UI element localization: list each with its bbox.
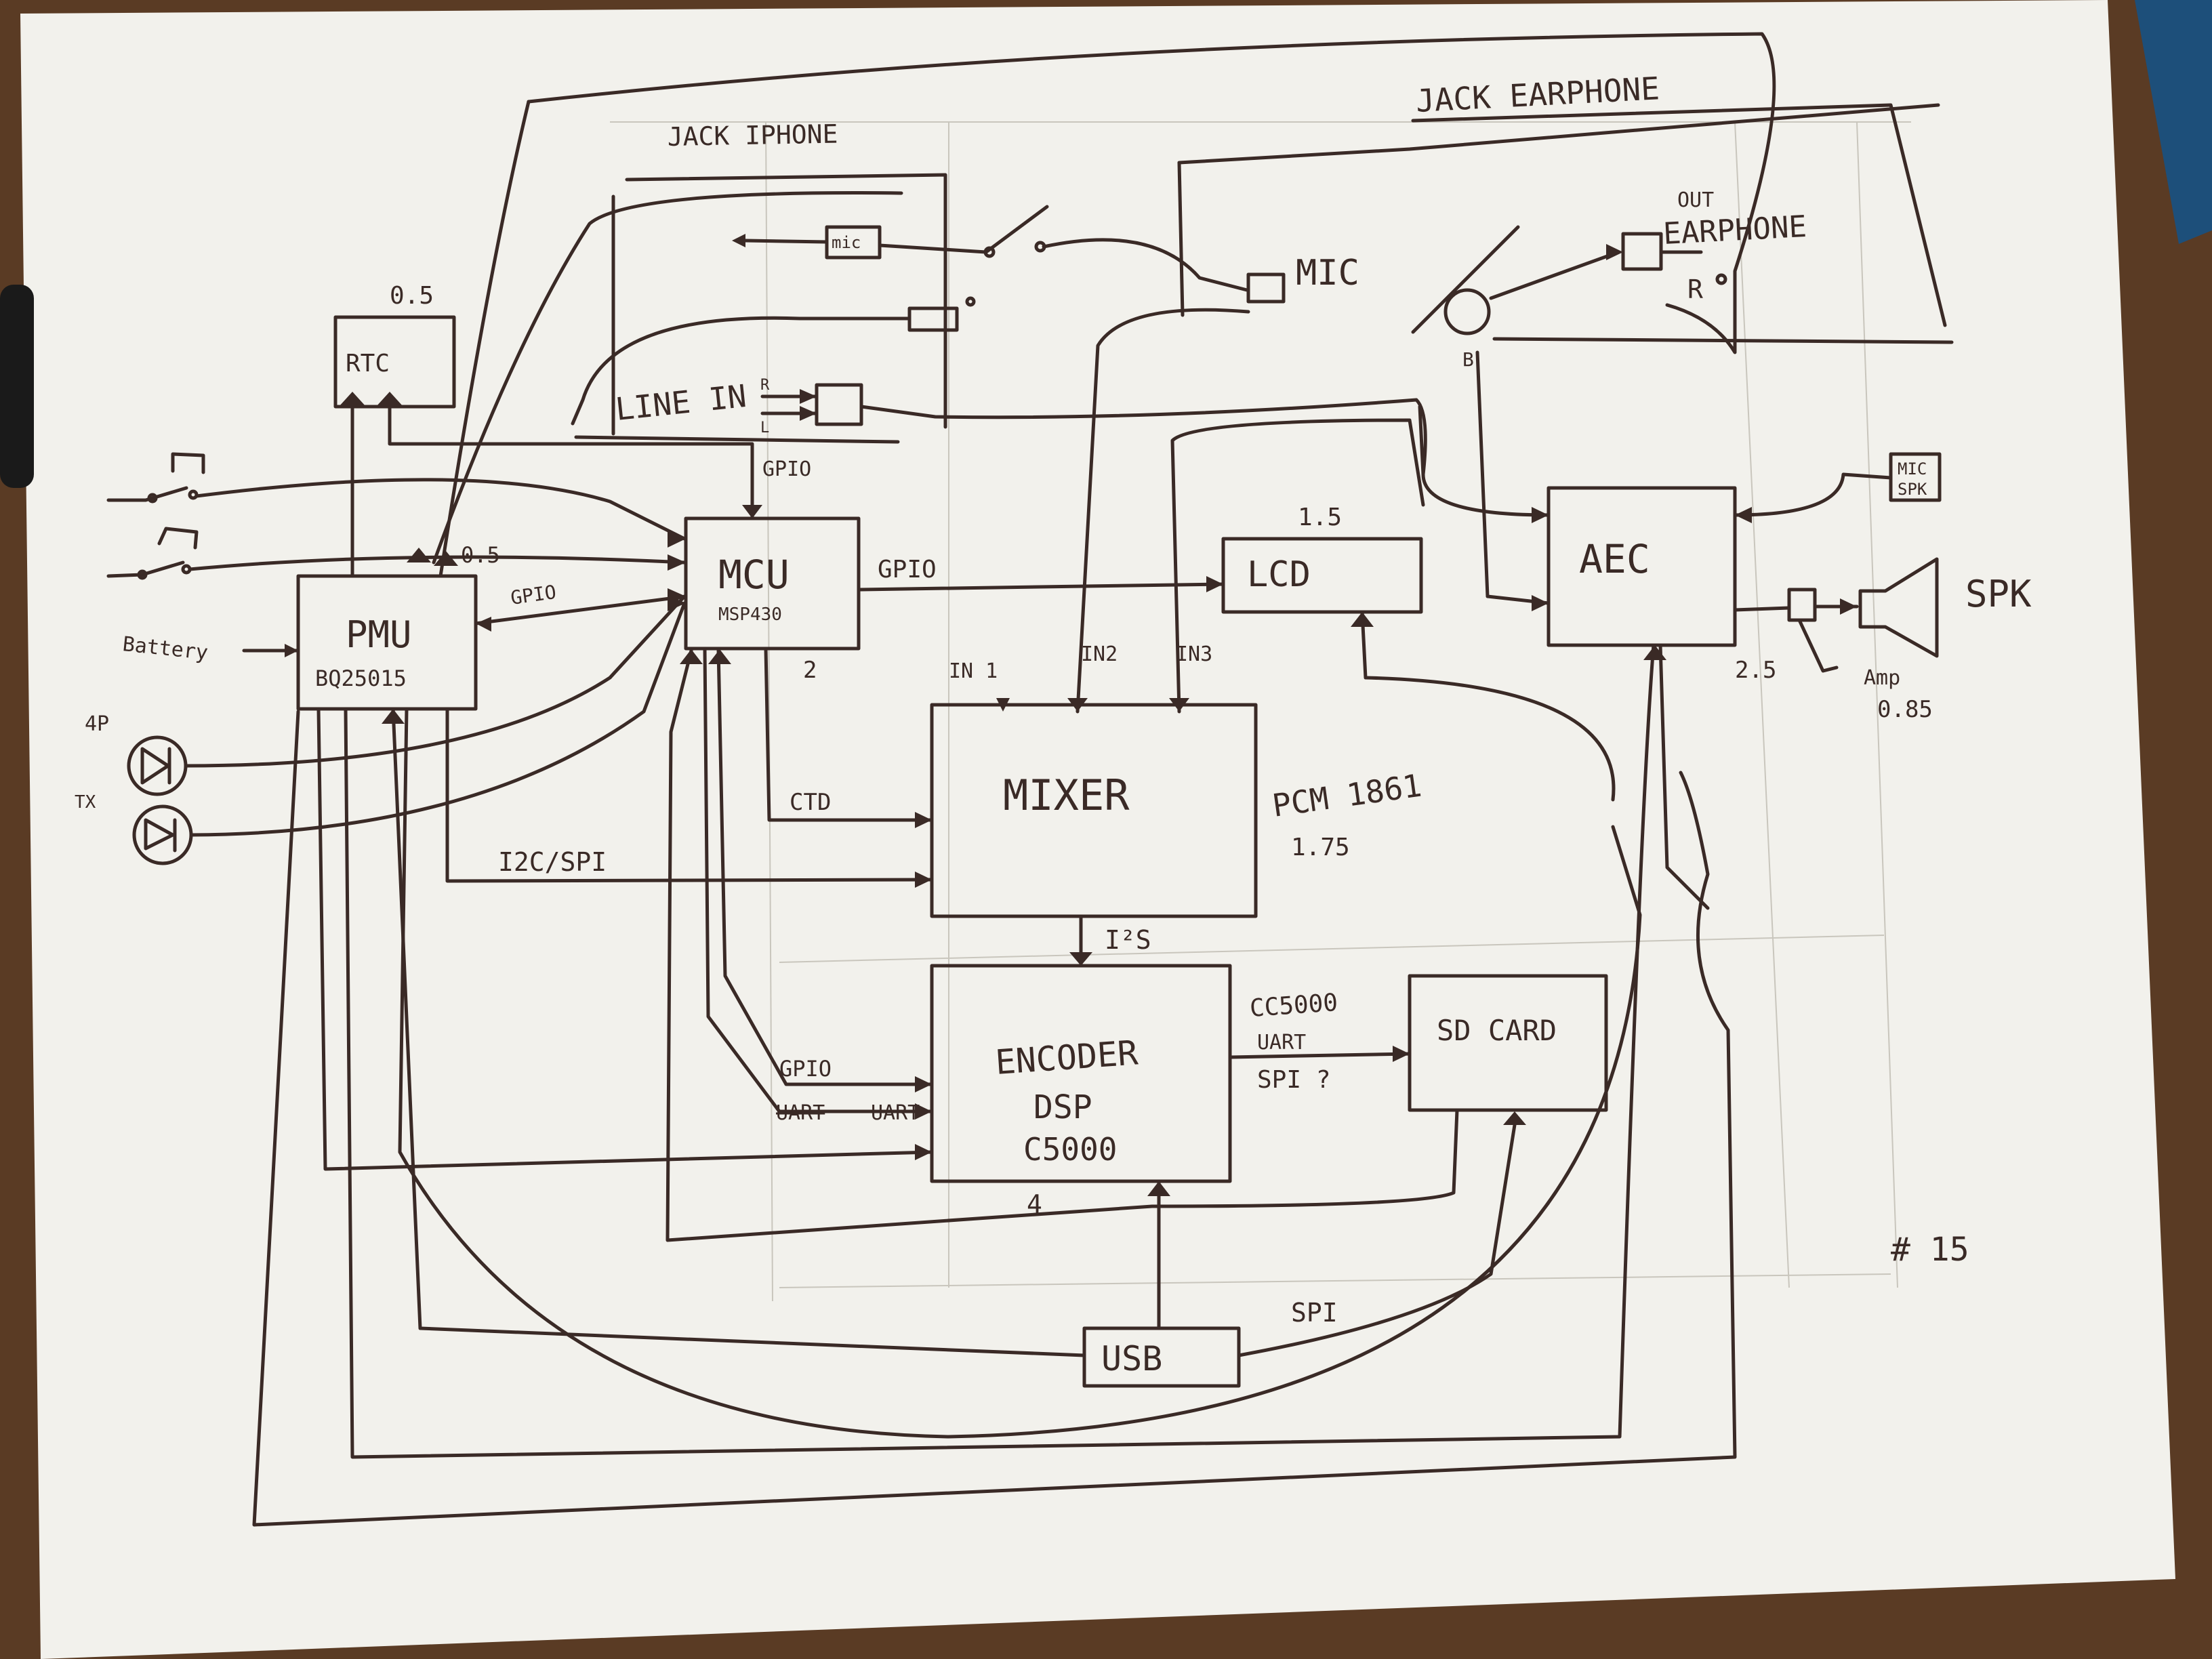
lcd-block bbox=[1221, 537, 1423, 614]
mic-box bbox=[1246, 272, 1286, 304]
mcu-sub-label: MSP430 bbox=[718, 605, 782, 625]
mixer-block bbox=[930, 703, 1258, 918]
uart-sd-label: UART bbox=[1257, 1031, 1306, 1054]
gpio-rtc-mcu-label: GPIO bbox=[762, 457, 811, 481]
pmu-sub-label: BQ25015 bbox=[315, 665, 407, 691]
gpio-encoder-label: GPIO bbox=[779, 1056, 832, 1082]
jack-iphone-label: JACK IPHONE bbox=[667, 119, 838, 152]
jack-earphone-bracket bbox=[1411, 103, 1947, 327]
aec-label: AEC bbox=[1579, 536, 1650, 582]
line-in-box bbox=[815, 383, 863, 426]
ctd-label: CTD bbox=[790, 789, 831, 816]
uart-encoder-strike-label: UART bbox=[776, 1101, 825, 1125]
mic-spk-label-1: MIC bbox=[1898, 459, 1927, 478]
switch-button-2 bbox=[157, 527, 199, 550]
jack-mic-box bbox=[825, 225, 882, 260]
mic-spk-label-2: SPK bbox=[1898, 480, 1927, 499]
amp-value: 0.85 bbox=[1877, 696, 1933, 723]
usb-label: USB bbox=[1101, 1339, 1162, 1378]
rtc-label: RTC bbox=[346, 350, 390, 377]
pmu-value: 0.5 bbox=[461, 542, 500, 568]
outer-loop-wire bbox=[527, 32, 1776, 354]
spi-sd-label: SPI ? bbox=[1257, 1066, 1330, 1094]
rtc-value: 0.5 bbox=[390, 282, 434, 310]
encoder-label-3: C5000 bbox=[1023, 1131, 1117, 1168]
sd-card-label: SD CARD bbox=[1437, 1014, 1557, 1047]
lcd-value: 1.5 bbox=[1298, 504, 1342, 531]
in2-label: IN2 bbox=[1081, 642, 1118, 666]
mcu-value: 2 bbox=[803, 657, 817, 684]
lcd-label: LCD bbox=[1247, 554, 1311, 595]
uart-encoder-label: UART bbox=[871, 1101, 920, 1125]
line-r-label: R bbox=[760, 377, 770, 394]
mcu-label: MCU bbox=[718, 552, 790, 598]
amp-label: Amp bbox=[1864, 666, 1900, 690]
sd-card-block bbox=[1408, 974, 1608, 1112]
line-l-label: L bbox=[760, 419, 769, 436]
arrowheads bbox=[285, 234, 1857, 1196]
aec-block bbox=[1547, 486, 1737, 647]
i2s-label: I²S bbox=[1105, 925, 1151, 955]
jack-mic-label: mic bbox=[832, 233, 861, 252]
spi-usb-label: SPI bbox=[1291, 1298, 1338, 1328]
in1-label: IN 1 bbox=[949, 659, 998, 683]
encoder-label-2: DSP bbox=[1033, 1088, 1092, 1126]
pmu-block bbox=[296, 574, 478, 711]
mcu-block bbox=[684, 516, 861, 651]
speaker-icon bbox=[1858, 557, 1939, 658]
pmu-label: PMU bbox=[346, 613, 412, 656]
i2c-spi-label: I2C/SPI bbox=[498, 847, 607, 877]
jack-switch-knob bbox=[1443, 288, 1491, 335]
pen-object bbox=[0, 285, 34, 488]
aec-value: 2.5 bbox=[1735, 657, 1776, 684]
page-number-label: # 15 bbox=[1891, 1231, 1969, 1269]
r-mark-label: R bbox=[1687, 274, 1703, 304]
encoder-value: 4 bbox=[1027, 1189, 1042, 1219]
cc5000-label: CC5000 bbox=[1249, 989, 1339, 1023]
paper-sheet bbox=[20, 0, 2175, 1659]
mic-label: MIC bbox=[1296, 253, 1359, 293]
b-mark-label: B bbox=[1462, 348, 1474, 371]
in3-label: IN3 bbox=[1176, 642, 1212, 666]
mixer-label: MIXER bbox=[1003, 771, 1130, 820]
mixer-value: 1.75 bbox=[1291, 834, 1350, 861]
led-top-label: 4P bbox=[85, 712, 109, 736]
out-label: OUT bbox=[1677, 188, 1714, 212]
led-bottom-label: TX bbox=[75, 792, 96, 813]
jack-iphone-bracket bbox=[625, 173, 947, 429]
switch-button-1 bbox=[171, 452, 205, 474]
spk-label: SPK bbox=[1965, 573, 2032, 615]
earphone-label: EARPHONE bbox=[1662, 209, 1807, 251]
gpio-mcu-lcd-label: GPIO bbox=[878, 556, 937, 583]
blue-box-corner bbox=[2135, 0, 2212, 244]
